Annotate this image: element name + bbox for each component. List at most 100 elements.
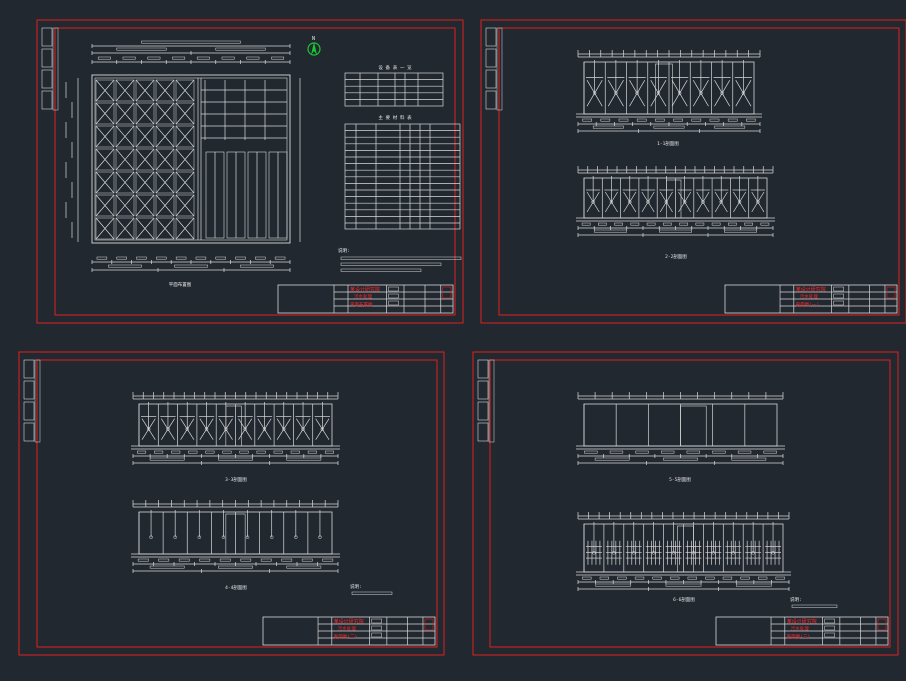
dimension-text-mark xyxy=(712,450,726,454)
valve-symbol xyxy=(197,535,202,539)
valve-symbol xyxy=(609,200,614,204)
dimension-text-mark xyxy=(178,558,190,562)
section-2-2 xyxy=(576,166,775,237)
dimension-text-mark xyxy=(273,450,283,454)
section-1-1-caption: 1-1剖面图 xyxy=(657,140,679,147)
sheet-inner-border xyxy=(489,359,891,648)
dimension-text-mark xyxy=(595,583,631,587)
sheet-outer-border xyxy=(18,351,445,656)
section-3-3-caption: 3-3剖面图 xyxy=(225,476,247,483)
binding-stamp-cell xyxy=(23,401,35,421)
plan-cell xyxy=(95,217,115,240)
title-block-entry xyxy=(833,293,844,299)
dimension-text-mark xyxy=(582,576,592,580)
dimension-text-mark xyxy=(322,558,334,562)
plan-cell xyxy=(95,125,115,148)
plan-cell xyxy=(155,125,175,148)
line-segment xyxy=(155,125,175,148)
notes: 说明: xyxy=(350,583,393,595)
dimension-text-mark xyxy=(149,457,185,461)
dimension-text-mark xyxy=(218,565,253,569)
line-segment xyxy=(115,125,135,148)
sheet-outer-border xyxy=(480,19,906,324)
dimension-text-mark xyxy=(108,264,142,268)
dimension-text-mark xyxy=(655,118,665,122)
valve-symbol xyxy=(269,535,274,539)
binding-stamp-cell xyxy=(41,48,53,68)
dimension-text-mark xyxy=(156,256,167,260)
dimension-text-mark xyxy=(307,450,317,454)
binding-stamp-strip xyxy=(34,359,41,443)
section-4-4-caption: 4-4剖面图 xyxy=(225,584,247,591)
plan-caption: 平面布置图 xyxy=(169,281,192,288)
door-opening xyxy=(655,63,673,115)
dimension-text-mark xyxy=(740,576,750,580)
dimension-text-mark xyxy=(663,457,698,461)
dimension-text-mark xyxy=(775,576,785,580)
binding-stamp-cell xyxy=(477,422,489,442)
dimension-text-mark xyxy=(630,222,640,226)
valve-symbol xyxy=(656,91,661,95)
dimension-text-mark xyxy=(286,457,322,461)
dimension-text-mark xyxy=(737,450,752,454)
notes-title: 说明: xyxy=(350,583,362,590)
dimension-text-mark xyxy=(240,558,252,562)
dimension-text-mark xyxy=(636,118,647,122)
plan-cell xyxy=(95,194,115,217)
dimension-text-mark xyxy=(172,56,186,60)
valve-symbol xyxy=(318,535,322,539)
valve-symbol xyxy=(671,551,676,555)
title-block-sheet-no xyxy=(442,286,452,299)
section-5-5-caption: 5-5剖面图 xyxy=(669,476,691,483)
binding-stamp-cell xyxy=(485,90,497,110)
dimension-text-mark xyxy=(691,118,702,122)
valve-symbol xyxy=(185,427,189,431)
notes: 说明: xyxy=(790,596,838,608)
title-block-sheet-no xyxy=(877,618,887,631)
valve-symbol xyxy=(149,535,153,539)
binding-stamp-cell xyxy=(485,48,497,68)
valve-symbol xyxy=(245,535,250,539)
title-block-company: 某设计研究院 xyxy=(787,618,817,625)
sheet-inner-border xyxy=(498,27,900,316)
dimension-text-mark xyxy=(592,125,624,129)
dimension-text-mark xyxy=(136,256,147,260)
line-segment xyxy=(135,217,155,240)
section-6-6-caption: 6-6剖面图 xyxy=(673,596,695,603)
notes: 说明: xyxy=(338,247,462,272)
dimension-text-mark xyxy=(205,450,215,454)
binding-stamp-cell xyxy=(23,380,35,400)
line-segment xyxy=(175,217,195,240)
dimension-text-mark xyxy=(301,558,313,562)
north-arrow-icon: N xyxy=(307,36,321,56)
dimension-text-mark xyxy=(679,222,688,226)
binding-stamp-cell xyxy=(41,69,53,89)
door-opening xyxy=(677,525,694,573)
plan-cell xyxy=(135,79,155,102)
title-block-project: 污水处理 xyxy=(800,293,818,300)
dimension-text-mark xyxy=(240,264,274,268)
valve-symbol xyxy=(614,91,618,95)
plan-cell xyxy=(175,79,195,102)
dimension-text-mark xyxy=(147,56,161,60)
sheet-inner-border xyxy=(54,27,456,316)
dimension-text-mark xyxy=(617,576,627,580)
valve-symbol xyxy=(243,427,247,431)
dimension-text-mark xyxy=(235,256,246,260)
dimension-text-mark xyxy=(724,229,757,233)
dimension-text-mark xyxy=(731,457,767,461)
sheet-outer-border xyxy=(36,19,464,324)
valve-symbol xyxy=(294,535,298,539)
title-block-drawing-name: 平面布置图 xyxy=(350,301,373,308)
section-5-5 xyxy=(576,392,785,465)
valve-symbol xyxy=(635,91,639,95)
section-4-4 xyxy=(131,500,340,573)
binding-stamp-cell xyxy=(41,90,53,110)
dimension-text-mark xyxy=(663,222,672,226)
plan-cell xyxy=(155,194,175,217)
door-opening xyxy=(225,513,246,555)
